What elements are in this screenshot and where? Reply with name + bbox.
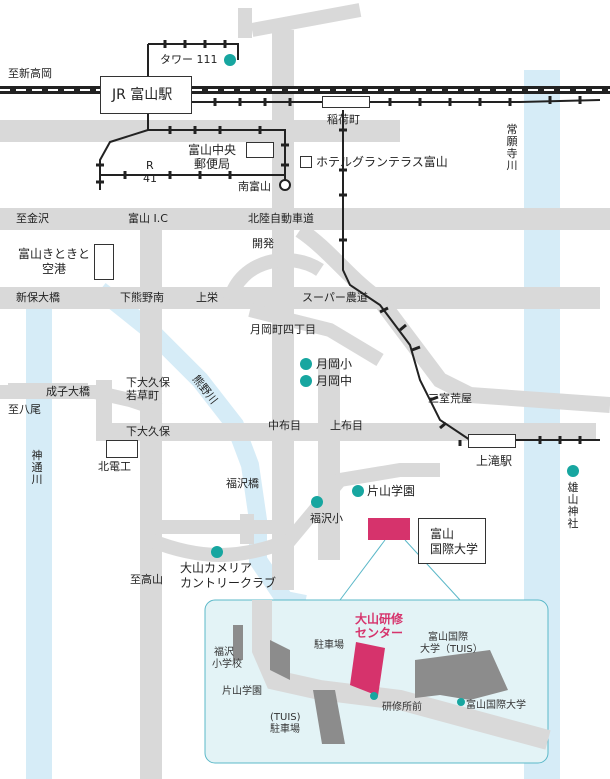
road-camellia bbox=[147, 463, 440, 562]
katayama-marker bbox=[352, 485, 364, 497]
tsukioka-elem-label: 月岡小 bbox=[316, 357, 353, 371]
inset-katayama: 片山学園 bbox=[222, 686, 262, 697]
to-takayama-label: 至高山 bbox=[130, 573, 163, 586]
minamitoyama-label: 南富山 bbox=[238, 180, 271, 193]
super-nodo-label: スーパー農道 bbox=[302, 291, 368, 304]
hotel-marker bbox=[300, 156, 312, 168]
tuis-label-2: 国際大学 bbox=[430, 542, 479, 556]
river-jinzu-label: 神通川 bbox=[31, 449, 43, 486]
inset-tuis-stop: 富山国際大学 bbox=[466, 700, 526, 711]
inset-title-2: センター bbox=[354, 626, 403, 640]
fukuzawa-elem-label: 福沢小 bbox=[310, 512, 343, 525]
inset-roads bbox=[252, 600, 551, 750]
inset-fukuzawa bbox=[233, 625, 243, 660]
shimookubo-wakakusa-label-1: 下大久保 bbox=[126, 376, 170, 389]
inset-title-1: 大山研修 bbox=[354, 612, 403, 626]
road-curve-hokuriku bbox=[295, 223, 610, 413]
road-tsukioka bbox=[248, 303, 384, 367]
inarimachi-box bbox=[322, 96, 370, 108]
inset-tuis-building bbox=[415, 650, 508, 700]
sanshitsuaraya-label: 三室荒屋 bbox=[428, 392, 472, 405]
inset-tuis-stop-marker bbox=[457, 698, 465, 706]
tuis-label-1: 富山 bbox=[430, 527, 455, 541]
uwagaki-label: 上栄 bbox=[196, 291, 218, 304]
camellia-label-2: カントリークラブ bbox=[180, 576, 277, 590]
oyama-jinja-label: 雄山神社 bbox=[567, 481, 579, 530]
inset-training-center bbox=[350, 642, 385, 696]
oyama-jinja-marker bbox=[567, 465, 579, 477]
shimokumano-minami-label: 下熊野南 bbox=[120, 291, 164, 304]
to-shintakaoka-label: 至新高岡 bbox=[8, 67, 52, 80]
kitadenko-box bbox=[106, 440, 138, 458]
inset-tuis-1: 富山国際 bbox=[428, 632, 468, 643]
tsukiokamachi-label: 月岡町四丁目 bbox=[250, 323, 316, 336]
inset-parking: 駐車場 bbox=[314, 640, 344, 651]
inarimachi-label: 稲荷町 bbox=[327, 113, 360, 126]
to-yao-label: 至八尾 bbox=[8, 403, 41, 416]
camellia-label-1: 大山カメリア bbox=[180, 561, 253, 575]
river-joganji-label: 常願寺川 bbox=[506, 123, 518, 172]
toyama-station-label: JR 富山駅 bbox=[112, 87, 173, 103]
nariko-bridge-label: 成子大橋 bbox=[46, 385, 90, 398]
inset-kenshujo-mae: 研修所前 bbox=[382, 702, 422, 713]
road-kaihatsu-loop bbox=[223, 253, 324, 303]
hotel-label: ホテルグランテラス富山 bbox=[316, 155, 448, 169]
road-diagonal-nw bbox=[250, 3, 362, 37]
airport-box bbox=[94, 244, 114, 280]
kitadenko-label: 北電工 bbox=[98, 460, 131, 473]
hokuriku-expressway-label: 北陸自動車道 bbox=[248, 212, 314, 225]
route41-label-2: 41 bbox=[143, 172, 157, 185]
inset-fukuzawa-1: 福沢 bbox=[214, 647, 234, 658]
katayama-label: 片山学園 bbox=[367, 484, 416, 498]
inset-tuis-parking-2: 駐車場 bbox=[270, 724, 300, 735]
shimookubo-label: 下大久保 bbox=[126, 425, 170, 438]
toyama-station-box bbox=[100, 76, 192, 114]
inset-pointer bbox=[339, 539, 386, 601]
shinpo-bridge-label: 新保大橋 bbox=[16, 291, 60, 304]
minamitoyama-marker bbox=[279, 179, 291, 191]
training-center-marker bbox=[368, 518, 410, 540]
tram-ticks bbox=[96, 40, 582, 446]
tower111-marker bbox=[224, 54, 236, 66]
tuis-box bbox=[418, 518, 486, 564]
airport-label-1: 富山きときと bbox=[18, 247, 91, 261]
kaminunome-label: 上布目 bbox=[330, 419, 363, 432]
shimookubo-wakakusa-label-2: 若草町 bbox=[126, 389, 159, 402]
tsukioka-mid-marker bbox=[300, 375, 312, 387]
tsukioka-elem-marker bbox=[300, 358, 312, 370]
inset-kenshujo-mae-marker bbox=[370, 692, 378, 700]
tsukioka-mid-label: 月岡中 bbox=[316, 374, 353, 388]
nakanunome-label: 中布目 bbox=[268, 419, 301, 432]
inset-parking-tuis bbox=[313, 690, 345, 744]
airport-label-2: 空港 bbox=[42, 262, 67, 276]
post-office-label-2: 郵便局 bbox=[194, 157, 231, 171]
route41-label-1: R bbox=[146, 159, 154, 172]
camellia-marker bbox=[211, 546, 223, 558]
inset-katayama bbox=[270, 640, 290, 680]
to-kanazawa-label: 至金沢 bbox=[16, 212, 49, 225]
road-nariko bbox=[0, 385, 163, 417]
tower111-label: タワー 111 bbox=[160, 53, 218, 66]
roads bbox=[0, 8, 610, 779]
post-office-box bbox=[246, 142, 274, 158]
fukuzawa-bridge-label: 福沢橋 bbox=[226, 477, 259, 490]
inset-tuis-2: 大学（TUIS） bbox=[420, 644, 483, 655]
kaihatsu-label: 開発 bbox=[252, 237, 274, 250]
inset-fukuzawa-2: 小学校 bbox=[212, 659, 242, 670]
river-jinzu bbox=[26, 300, 52, 779]
kamitaki-label: 上滝駅 bbox=[476, 454, 513, 468]
inset-tuis-parking-1: (TUIS) bbox=[270, 712, 301, 723]
tram-lines bbox=[99, 43, 601, 441]
kamitaki-box bbox=[468, 434, 516, 448]
toyama-ic-label: 富山 I.C bbox=[128, 212, 168, 225]
post-office-label-1: 富山中央 bbox=[188, 143, 237, 157]
fukuzawa-elem-marker bbox=[311, 496, 323, 508]
